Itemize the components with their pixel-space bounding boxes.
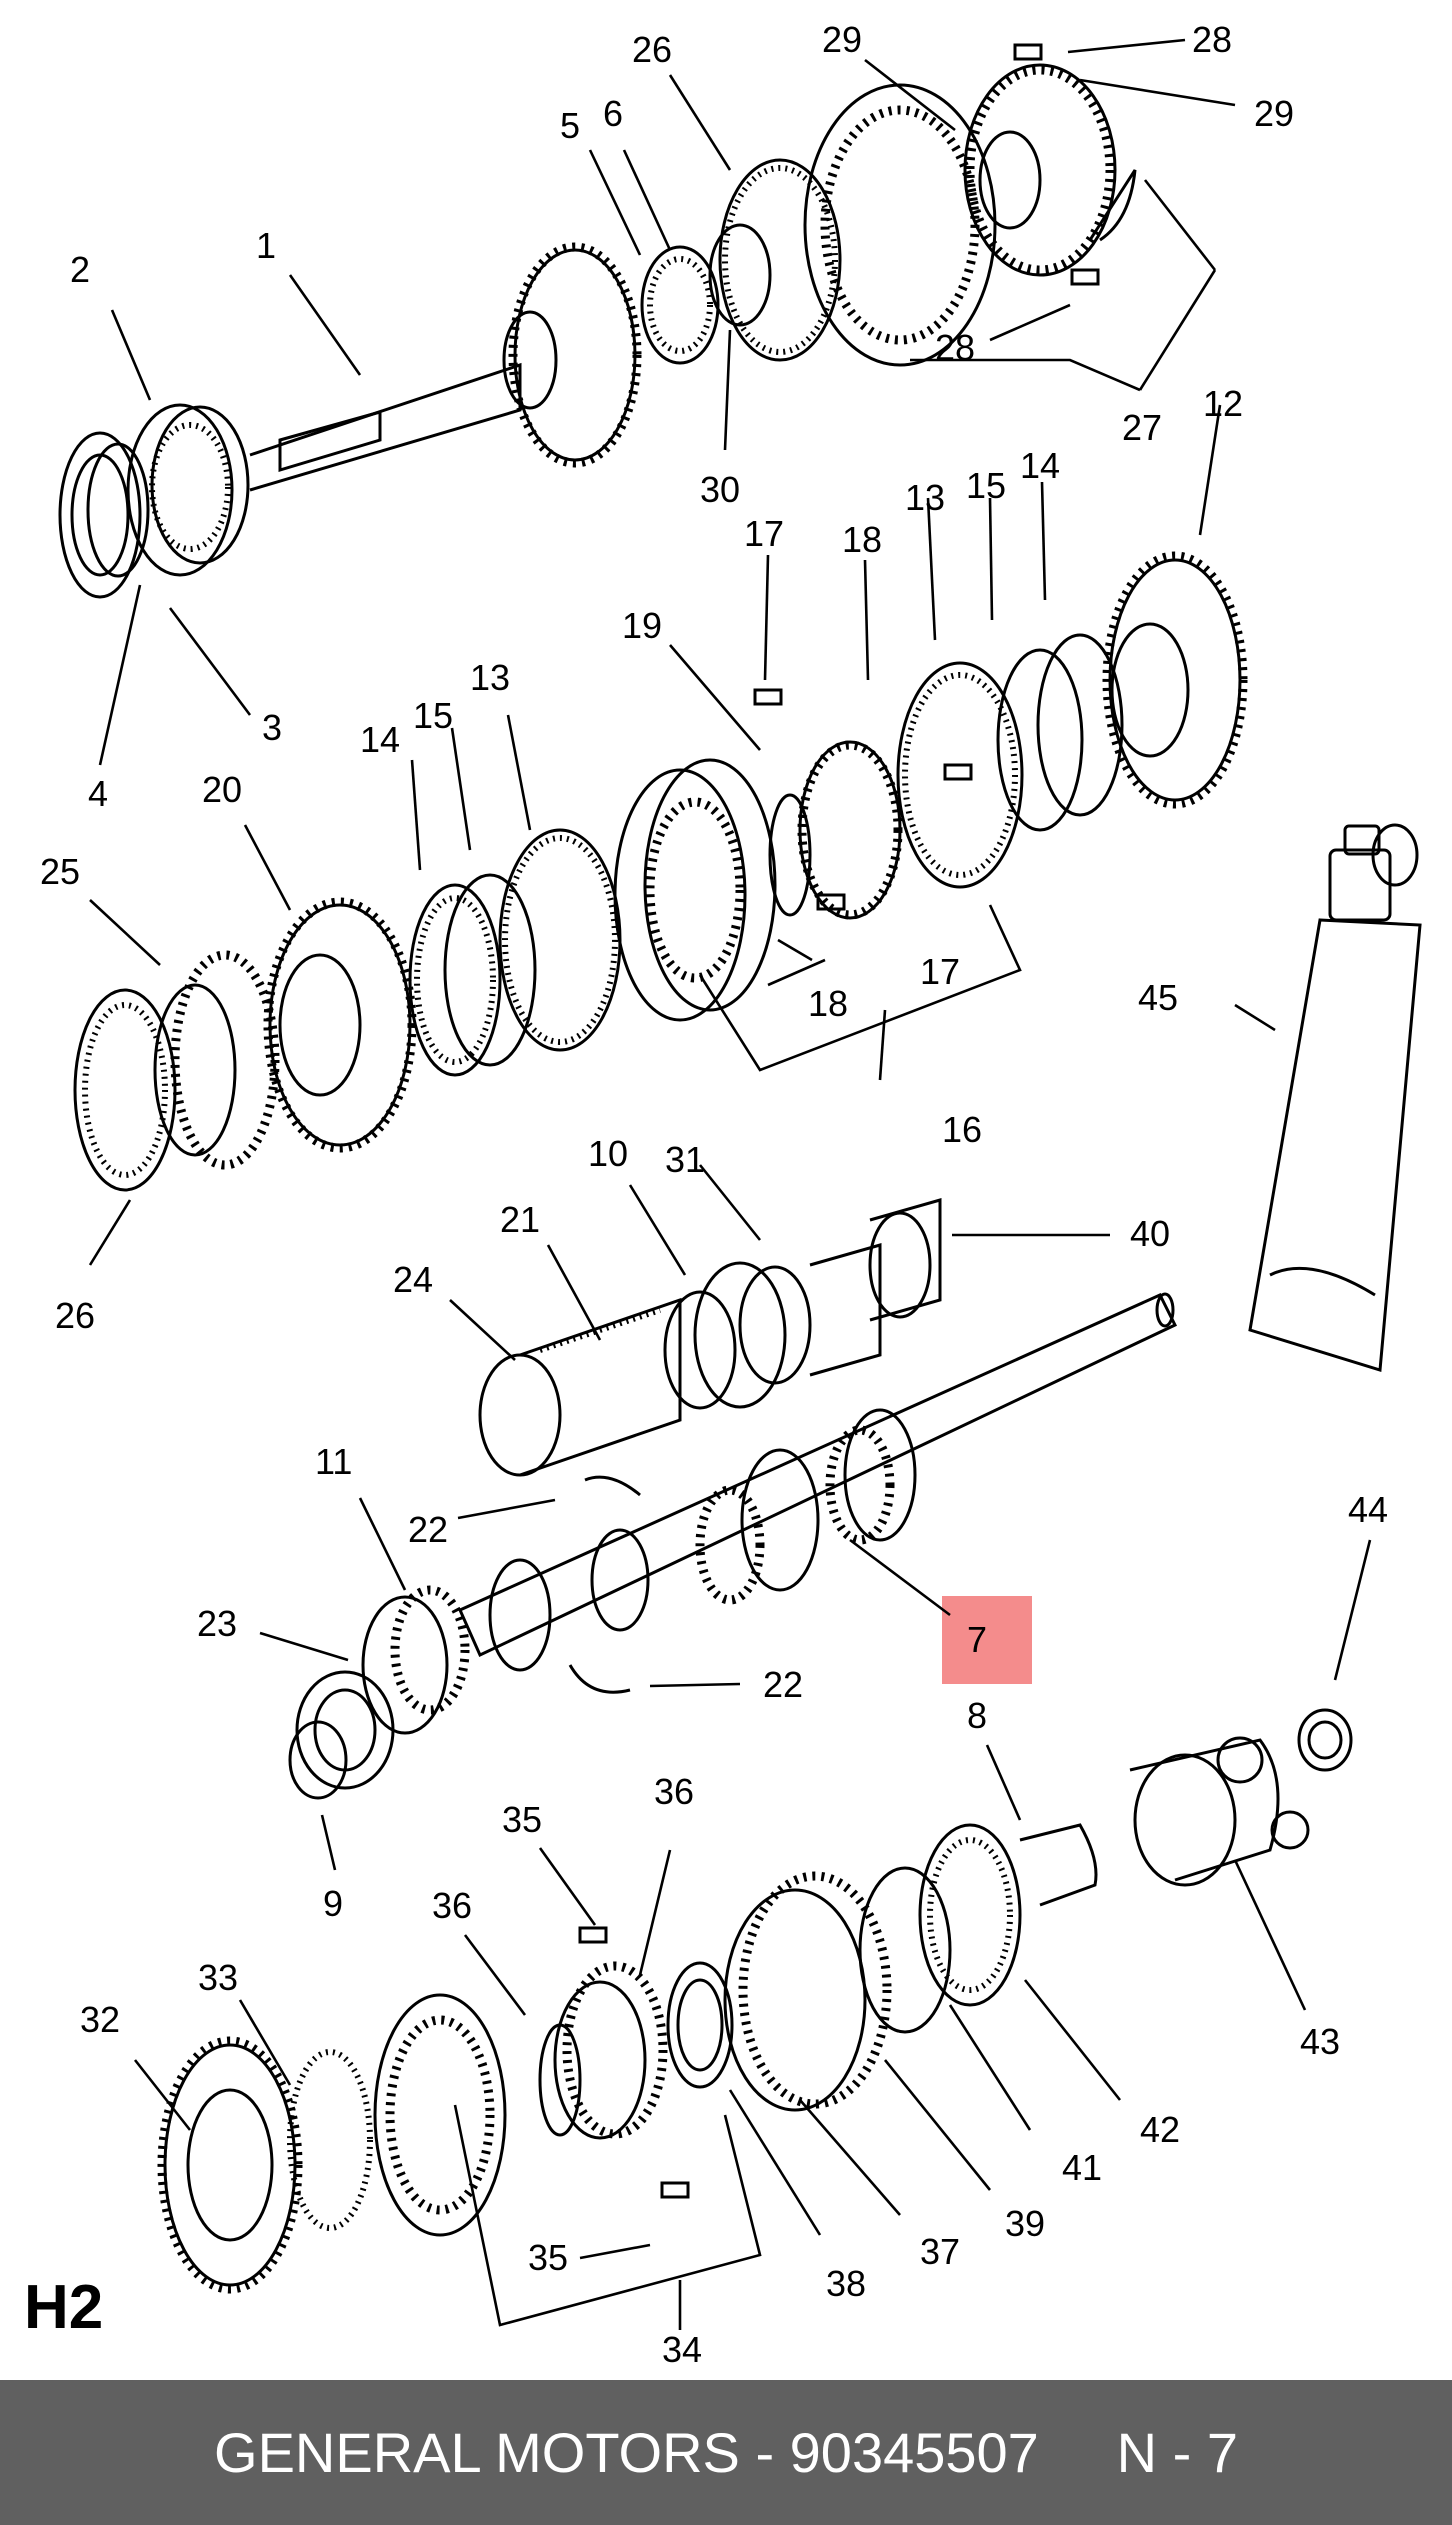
callout-13-left: 13 (470, 657, 510, 698)
callout-6: 6 (603, 93, 623, 134)
leader-lines (88, 38, 1372, 2330)
callout-44: 44 (1348, 1489, 1388, 1530)
callout-29-right: 29 (1254, 93, 1294, 134)
callout-labels: 2 1 3 4 5 6 26 29 28 29 28 27 30 12 13 1… (40, 19, 1388, 2370)
callout-29-top: 29 (822, 19, 862, 60)
callout-35-top: 35 (502, 1799, 542, 1840)
callout-2: 2 (70, 249, 90, 290)
callout-22-top: 22 (408, 1509, 448, 1550)
callout-16: 16 (942, 1109, 982, 1150)
callout-39: 39 (1005, 2203, 1045, 2244)
callout-36-top: 36 (654, 1771, 694, 1812)
exploded-parts-diagram: 2 1 3 4 5 6 26 29 28 29 28 27 30 12 13 1… (40, 19, 1422, 2370)
callout-23: 23 (197, 1603, 237, 1644)
callout-15-left: 15 (413, 695, 453, 736)
callout-26-left: 26 (55, 1295, 95, 1336)
callout-11: 11 (315, 1441, 352, 1482)
callout-25: 25 (40, 851, 80, 892)
callout-36-left: 36 (432, 1885, 472, 1926)
callout-22-bottom: 22 (763, 1664, 803, 1705)
callout-24: 24 (393, 1259, 433, 1300)
sealant-tube (1248, 823, 1422, 1372)
sheet-code: H2 (24, 2273, 104, 2342)
callout-14-right: 14 (1020, 445, 1060, 486)
needle-bearings (478, 1198, 942, 1477)
callout-5: 5 (560, 105, 580, 146)
callout-42: 42 (1140, 2109, 1180, 2150)
callout-4: 4 (88, 773, 108, 814)
callout-12: 12 (1203, 383, 1243, 424)
synchronizer-gear-set (73, 551, 1248, 1192)
callout-18-top: 18 (842, 519, 882, 560)
input-shaft-assembly (58, 43, 1137, 599)
output-shaft (295, 1292, 1178, 1790)
callout-3: 3 (262, 707, 282, 748)
callout-18-bottom: 18 (808, 983, 848, 1024)
callout-38: 38 (826, 2263, 866, 2304)
callout-40: 40 (1130, 1213, 1170, 1254)
callout-19: 19 (622, 605, 662, 646)
callout-45: 45 (1138, 977, 1178, 1018)
callout-27: 27 (1122, 407, 1162, 448)
callout-43: 43 (1300, 2021, 1340, 2062)
callout-15-right: 15 (966, 465, 1006, 506)
footer-bar: GENERAL MOTORS - 90345507 N - 7 (0, 2380, 1452, 2525)
callout-26-top: 26 (632, 29, 672, 70)
callout-14-left: 14 (360, 719, 400, 760)
callout-33: 33 (198, 1957, 238, 1998)
callout-13-right: 13 (905, 477, 945, 518)
footer-text: GENERAL MOTORS - 90345507 N - 7 (214, 2421, 1238, 2484)
callout-35-bottom: 35 (528, 2237, 568, 2278)
callout-30: 30 (700, 469, 740, 510)
callout-8: 8 (967, 1695, 987, 1736)
reverse-gear-set (157, 1708, 1353, 2294)
callout-10: 10 (588, 1133, 628, 1174)
callout-21: 21 (500, 1199, 540, 1240)
callout-28-top: 28 (1192, 19, 1232, 60)
callout-37: 37 (920, 2231, 960, 2272)
callout-7: 7 (967, 1619, 987, 1660)
callout-32: 32 (80, 1999, 120, 2040)
callout-34: 34 (662, 2329, 702, 2370)
callout-9: 9 (323, 1883, 343, 1924)
highlight-box (942, 1596, 1032, 1684)
callout-17-top: 17 (744, 513, 784, 554)
callout-17-bottom: 17 (920, 951, 960, 992)
callout-1: 1 (256, 225, 276, 266)
callout-28-mid: 28 (935, 327, 975, 368)
callout-41: 41 (1062, 2147, 1102, 2188)
callout-31: 31 (665, 1139, 705, 1180)
callout-20: 20 (202, 769, 242, 810)
